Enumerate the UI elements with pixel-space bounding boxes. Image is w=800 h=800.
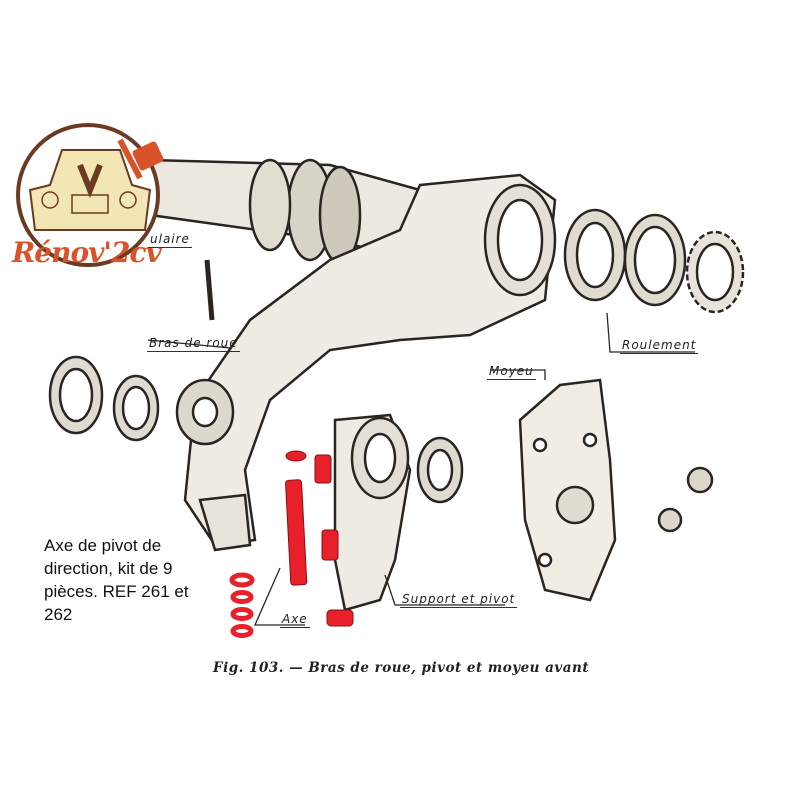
bushing-lower [321, 529, 339, 561]
wrench-icon [117, 138, 143, 180]
label-tube: ulaire [148, 232, 192, 248]
axle-cap [285, 450, 307, 462]
arm-end [198, 493, 252, 552]
bushing-upper [314, 454, 332, 484]
washer-stack [229, 572, 255, 638]
hub-nut [686, 466, 714, 494]
label-arm: Bras de roue [147, 336, 240, 352]
bottom-cap [326, 609, 354, 627]
axle-pin [285, 479, 308, 586]
label-bearing: Roulement [620, 338, 699, 354]
piston-icon [132, 141, 164, 171]
figure-caption: Fig. 103. — Bras de roue, pivot et moyeu… [213, 660, 590, 676]
label-support: Support et pivot [400, 592, 518, 608]
product-description: Axe de pivot de direction, kit de 9 pièc… [44, 536, 189, 624]
logo-text: Rénov'2cv [12, 236, 162, 269]
label-axle: Axe [280, 612, 310, 628]
bolt [204, 259, 215, 321]
renov2cv-logo [16, 123, 164, 267]
label-hub: Moyeu [487, 364, 536, 380]
